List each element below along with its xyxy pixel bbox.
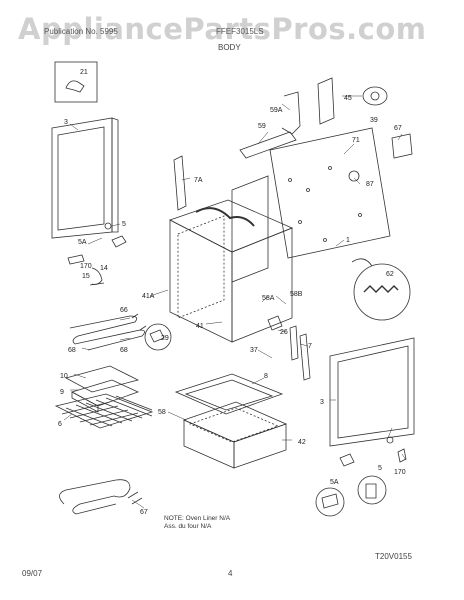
callout-59: 59: [258, 123, 266, 130]
callout-9: 9: [60, 389, 64, 396]
insulation-wrap: [195, 207, 255, 227]
part-29-detail-circle: [144, 323, 172, 351]
left-door-panel: [51, 117, 119, 239]
bake-element-terminals: [127, 491, 143, 505]
callout-3-left: 3: [64, 119, 68, 126]
callout-5-left: 5: [122, 221, 126, 228]
callout-66: 66: [120, 307, 128, 314]
figure-code: T20V0155: [375, 552, 412, 561]
callout-37: 37: [250, 347, 258, 354]
callout-58b: 58B: [290, 291, 303, 298]
oven-bottom-panel: [174, 373, 284, 415]
part-5-detail: [365, 483, 377, 499]
callout-68-left: 68: [68, 347, 76, 354]
part-39-center: [370, 91, 380, 101]
note-line-english: NOTE: Oven Liner N/A: [164, 515, 231, 522]
publication-number: Publication No. 5995: [44, 27, 118, 36]
callout-labels: 21 3 5 5A 170 14 15 45 39 59A 59 71 67 8…: [58, 69, 406, 516]
bracket-170-right: [397, 448, 407, 463]
screw-5-right: [386, 436, 394, 444]
back-panel-71: [269, 127, 391, 259]
part-58a-bracket: [267, 315, 283, 331]
callout-5a-right: 5A: [330, 479, 339, 486]
footer-date: 09/07: [22, 569, 43, 578]
callout-170-left: 170: [80, 263, 92, 270]
oven-rack: [54, 393, 154, 429]
callout-39: 39: [370, 117, 378, 124]
bracket-170-left: [67, 254, 85, 265]
side-panel: [231, 175, 269, 283]
callout-5-right: 5: [378, 465, 382, 472]
oven-body-cavity: [168, 199, 294, 343]
part-7a-strip: [173, 155, 187, 211]
leader-lines: [63, 95, 407, 509]
part-39-burner: [362, 86, 388, 106]
callout-15: 15: [82, 273, 90, 280]
note-line-french: Ass. du four N/A: [164, 523, 212, 530]
callout-67-top: 67: [394, 125, 402, 132]
footer-page-number: 4: [228, 569, 233, 578]
callout-6: 6: [58, 421, 62, 428]
element-terminals: [131, 313, 147, 331]
callout-67-bottom: 67: [140, 509, 148, 516]
callout-62: 62: [386, 271, 394, 278]
part-59a-bracket: [281, 91, 301, 135]
part-5a-detail-circle: [315, 487, 345, 517]
callout-59a: 59A: [270, 107, 283, 114]
callout-29: 29: [161, 335, 169, 342]
watermark: AppliancePartsPros.com: [18, 12, 427, 46]
callout-87: 87: [366, 181, 374, 188]
callout-21: 21: [80, 69, 88, 76]
callout-45: 45: [344, 95, 352, 102]
callout-41a: 41A: [142, 293, 155, 300]
callout-7: 7: [308, 343, 312, 350]
broil-pan-assembly: [64, 365, 140, 413]
callout-14: 14: [100, 265, 108, 272]
screw-5-left: [104, 222, 112, 230]
callout-5a-left: 5A: [78, 239, 87, 246]
callout-7a: 7A: [194, 177, 203, 184]
part-62-detail-circle: [353, 263, 411, 321]
callout-3-right: 3: [320, 399, 324, 406]
part-21-clip: [65, 80, 85, 93]
part-62: [363, 285, 399, 293]
hinge-5a-right: [339, 453, 355, 467]
bake-element: [69, 315, 145, 351]
callout-58a: 58A: [262, 295, 275, 302]
part-29: [149, 329, 165, 343]
callout-42: 42: [298, 439, 306, 446]
callout-1: 1: [346, 237, 350, 244]
part-59-strip: [239, 131, 297, 159]
callout-170-right: 170: [394, 469, 406, 476]
hinge-5a-left: [111, 235, 127, 248]
bake-element-67: [59, 479, 131, 515]
right-door-panel: [329, 337, 415, 447]
model-number: FFEF3015LS: [216, 27, 264, 36]
callout-8: 8: [264, 373, 268, 380]
callout-41: 41: [196, 323, 204, 330]
section-title: BODY: [218, 43, 241, 52]
part-21-inset-box: [54, 61, 98, 103]
part-62-leader: [351, 258, 373, 267]
callout-58: 58: [158, 409, 166, 416]
part-5a-detail: [321, 493, 339, 509]
part-7-strip: [299, 333, 311, 381]
part-67-plate: [391, 133, 413, 159]
part-5-detail-circle: [357, 475, 387, 505]
oven-liner-note: NOTE: Oven Liner N/A Ass. du four N/A: [164, 515, 230, 531]
callout-68-right: 68: [120, 347, 128, 354]
callout-26: 26: [280, 329, 288, 336]
callout-10: 10: [60, 373, 68, 380]
part-26-strip: [289, 325, 299, 361]
callout-71: 71: [352, 137, 360, 144]
part-45-bracket: [317, 77, 335, 125]
storage-drawer: [182, 401, 288, 469]
wire-15: [89, 282, 105, 286]
